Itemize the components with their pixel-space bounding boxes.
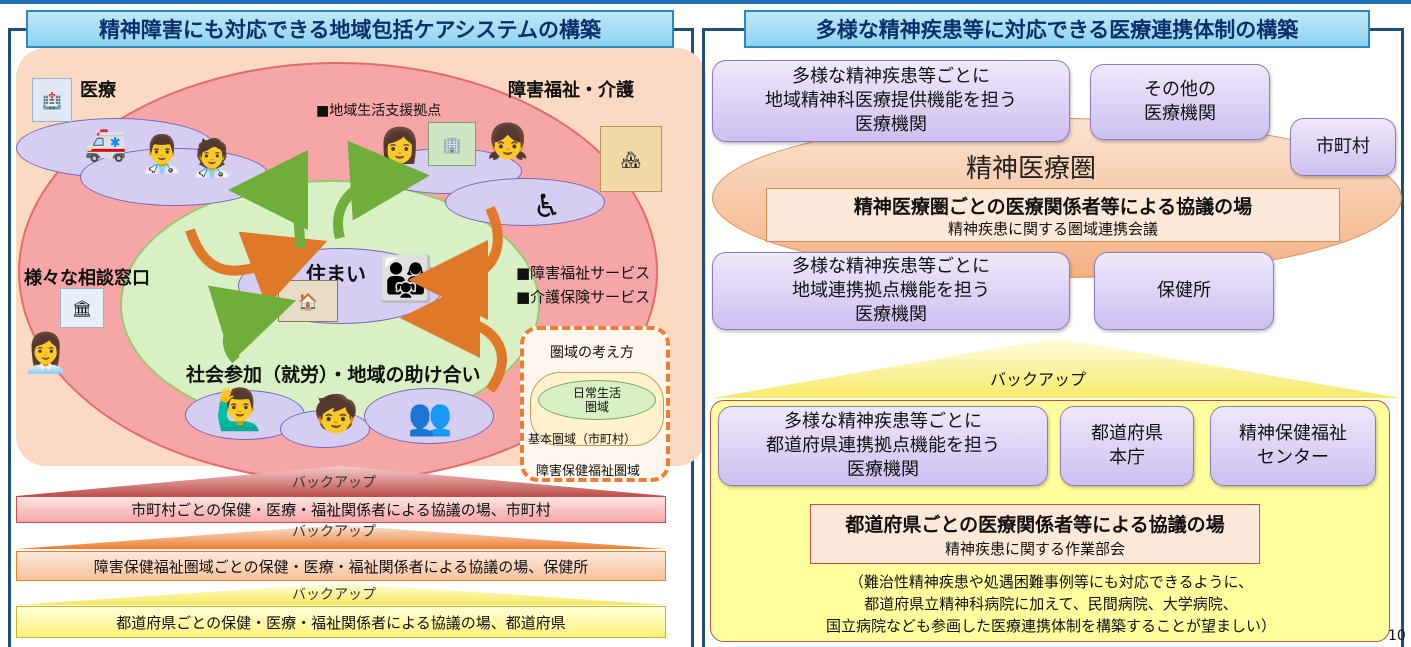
area-council-subtitle: 精神疾患に関する圏域連携会議 bbox=[947, 220, 1158, 238]
care-insurance-label: ■介護保険サービス bbox=[516, 288, 651, 306]
doctor-icon: 👨‍⚕️ bbox=[139, 134, 185, 175]
disability-area-label: 障害保健福祉圏域 bbox=[536, 464, 641, 479]
note-line-3: 国立病院なども参画した医療連携体制を構築することが望ましい） bbox=[825, 616, 1276, 635]
helper-icon: 👧 bbox=[486, 122, 530, 162]
support-base-label: ■地域生活支援拠点 bbox=[316, 103, 442, 119]
note-line-1: （難治性精神疾患や処遇困難事例等にも対応できるように、 bbox=[848, 573, 1254, 591]
welfare-service-label: ■障害福祉サービス bbox=[516, 264, 651, 282]
regional-psychiatric-hospital-box: 多様な精神疾患等ごとに 地域精神科医療提供機能を担う 医療機関 bbox=[712, 60, 1070, 142]
nursing-home-icon: 🏘 bbox=[600, 126, 662, 192]
right-title: 多様な精神疾患等に対応できる医療連携体制の構築 bbox=[744, 10, 1370, 48]
prefecture-council-bar: 都道府県ごとの保健・医療・福祉関係者による協議の場、都道府県 bbox=[16, 606, 666, 638]
backup-label-right: バックアップ bbox=[990, 370, 1087, 389]
arrow-housing-to-medical bbox=[228, 150, 309, 249]
arrow-medical-to-housing bbox=[185, 228, 328, 307]
participation-ellipse-b bbox=[280, 410, 370, 448]
ambulance-icon: 🚑 bbox=[84, 124, 128, 164]
prefecture-council-box bbox=[810, 504, 1260, 564]
welfare-ellipse-b bbox=[445, 178, 605, 226]
child-icon: 🧒 bbox=[313, 394, 359, 435]
area-council-title: 精神医療圏ごとの医療関係者等による協議の場 bbox=[853, 196, 1253, 218]
arrow-community-to-housing bbox=[207, 285, 297, 364]
health-center-box: 保健所 bbox=[1094, 252, 1274, 330]
office-icon: 🏛 bbox=[60, 288, 104, 328]
prefectural-hub-hospital-box: 多様な精神疾患等ごとに 都道府県連携拠点機能を担う 医療機関 bbox=[718, 406, 1048, 486]
page-number: 10 bbox=[1388, 628, 1406, 644]
note-text: （難治性精神疾患や処遇困難事例等にも対応できるように、 都道府県立精神科病院に加… bbox=[712, 572, 1390, 637]
left-title: 精神障害にも対応できる地域包括ケアシステムの構築 bbox=[26, 10, 674, 48]
nurse-icon: 🧑‍⚕️ bbox=[189, 138, 235, 179]
disability-area-council-bar: 障害保健福祉圏域ごとの保健・医療・福祉関係者による協議の場、保健所 bbox=[16, 551, 666, 581]
participation-ellipse-a bbox=[185, 390, 305, 440]
regional-hub-hospital-box: 多様な精神疾患等ごとに 地域連携拠点機能を担う 医療機関 bbox=[712, 252, 1070, 330]
daily-area-ellipse: 日常生活 圏域 bbox=[538, 380, 656, 420]
prefecture-council-title: 都道府県ごとの医療関係者等による協議の場 bbox=[845, 514, 1225, 536]
welfare-label: 障害福祉・介護 bbox=[508, 80, 634, 101]
top-accent-line bbox=[0, 0, 1411, 4]
community-group-icon: 👥 bbox=[407, 397, 453, 438]
participation-ellipse-c bbox=[364, 388, 494, 444]
counselor-icon: 👩‍💼 bbox=[22, 330, 70, 375]
wheelchair-icon: ♿ bbox=[532, 187, 562, 225]
note-line-2: 都道府県立精神科病院に加えて、民間病院、大学病院、 bbox=[864, 594, 1238, 613]
medical-label: 医療 bbox=[80, 80, 116, 101]
arrow-welfare-to-housing bbox=[408, 205, 503, 320]
arrow-participation-to-housing bbox=[400, 278, 507, 393]
area-council-box bbox=[766, 188, 1340, 242]
psychiatric-area-label: 精神医療圏 bbox=[966, 154, 1097, 184]
consult-label: 様々な相談窓口 bbox=[24, 268, 150, 289]
municipality-box: 市町村 bbox=[1290, 118, 1396, 176]
municipal-council-bar: 市町村ごとの保健・医療・福祉関係者による協議の場、市町村 bbox=[16, 496, 666, 523]
backup-label-1: バックアップ bbox=[292, 475, 376, 491]
prefecture-council-subtitle: 精神疾患に関する作業部会 bbox=[944, 540, 1125, 558]
other-hospitals-box: その他の 医療機関 bbox=[1090, 64, 1270, 140]
mental-health-center-box: 精神保健福祉 センター bbox=[1210, 406, 1376, 486]
backup-label-2: バックアップ bbox=[292, 524, 376, 540]
worker-icon: 🙋‍♂️ bbox=[215, 386, 265, 433]
prefectural-office-box: 都道府県 本庁 bbox=[1060, 406, 1194, 486]
basic-area-label: 基本圏域（市町村） bbox=[528, 432, 637, 446]
cycle-arrows bbox=[185, 140, 507, 393]
arrow-housing-to-welfare bbox=[333, 140, 430, 240]
area-concept-title: 圏域の考え方 bbox=[550, 345, 634, 361]
backup-label-3: バックアップ bbox=[292, 587, 376, 603]
hospital-icon: 🏥 bbox=[32, 78, 72, 122]
participation-label: 社会参加（就労）・地域の助け合い bbox=[186, 364, 481, 386]
